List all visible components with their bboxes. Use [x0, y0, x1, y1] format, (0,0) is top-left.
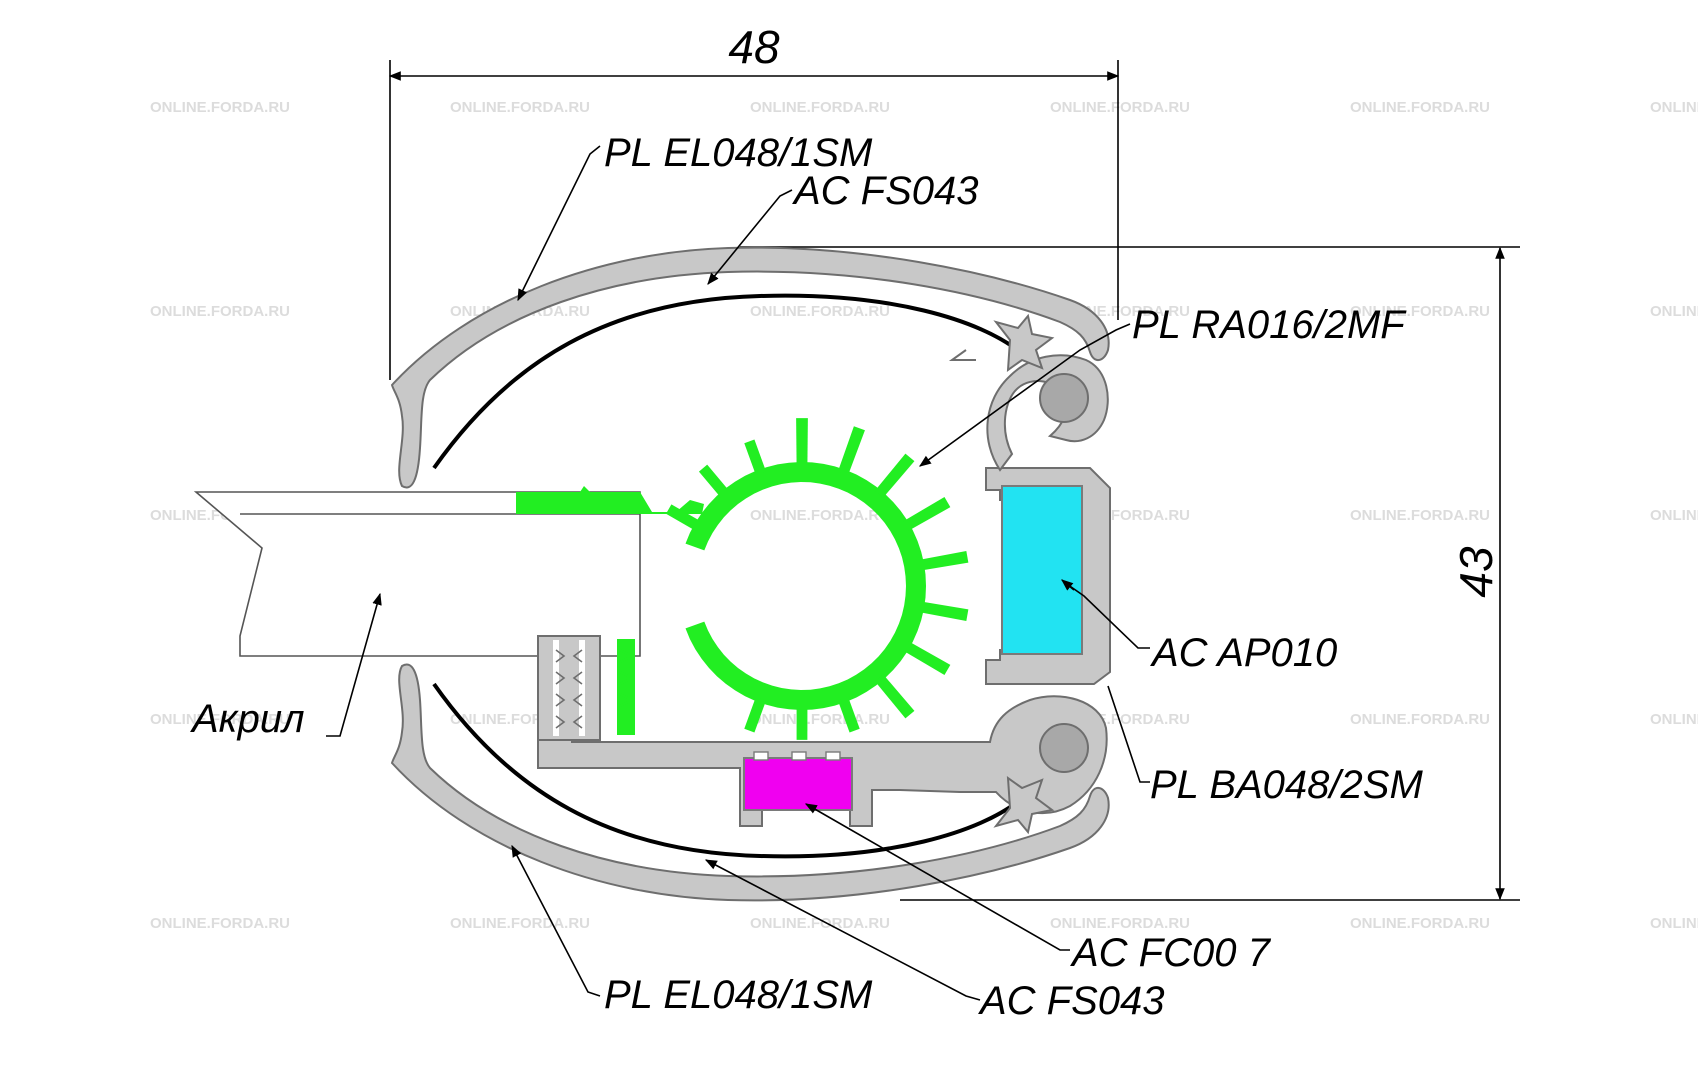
- label-top-frame: PL EL048/1SM: [604, 131, 873, 175]
- led-holder-fin: [796, 705, 808, 740]
- led-holder-fin: [874, 674, 915, 719]
- watermark-text: ONLINE.FORDA.RU: [150, 99, 290, 116]
- top-film-arc: [432, 293, 1022, 470]
- watermark-text: ONLINE.FORDA.RU: [750, 711, 890, 728]
- watermark-text: ONLINE.FORDA.RU: [1350, 303, 1490, 320]
- led-holder-teeth: [617, 639, 635, 735]
- label-led-profile: PL RA016/2MF: [1132, 303, 1407, 347]
- led-holder-ring: [685, 462, 926, 710]
- watermark-text: ONLINE.FORDA.RU: [1050, 915, 1190, 932]
- watermark-text: ONLINE.FORDA.RU: [1350, 711, 1490, 728]
- watermark-text: ONLINE.FORDA.RU: [750, 99, 890, 116]
- label-acrylic: Акрил: [190, 697, 305, 741]
- dimension-width: 48: [388, 21, 1120, 380]
- watermark-text: ONLINE.FORDA.RU: [1350, 915, 1490, 932]
- watermark-text: ONLINE.FORDA.RU: [150, 303, 290, 320]
- width-dimension-text: 48: [728, 21, 780, 73]
- label-base-profile: PL BA048/2SM: [1150, 763, 1423, 807]
- watermark-text: ONLINE.FORDA.RU: [450, 99, 590, 116]
- bottom-frame-profile: [390, 663, 1110, 902]
- watermark-text: ONLINE.FORDA.RU: [1350, 507, 1490, 524]
- label-power-module: AC AP010: [1150, 631, 1337, 675]
- watermark-text: ONLINE.FORDA.RU: [1050, 99, 1190, 116]
- magnet-clip: [743, 751, 853, 811]
- led-holder-fin: [796, 418, 808, 467]
- label-bottom-film: AC FS043: [978, 979, 1165, 1023]
- watermark-text: ONLINE.FORDA.RU: [1650, 507, 1698, 524]
- label-top-film: AC FS043: [792, 169, 979, 213]
- watermark-text: ONLINE.FORDA.RU: [750, 303, 890, 320]
- watermark-text: ONLINE.FORDA.RU: [1650, 303, 1698, 320]
- bottom-film-arc: [432, 682, 1022, 859]
- label-bottom-frame: PL EL048/1SM: [604, 973, 873, 1017]
- watermark-text: ONLINE.FORDA.RU: [1650, 99, 1698, 116]
- watermark-text: ONLINE.FORDA.RU: [1650, 711, 1698, 728]
- watermark-text: ONLINE.FORDA.RU: [750, 915, 890, 932]
- led-holder-fin: [744, 696, 767, 733]
- watermark-text: ONLINE.FORDA.RU: [750, 507, 890, 524]
- leader-lines: [326, 145, 1150, 1001]
- dimension-height: 43: [740, 246, 1520, 901]
- led-holder-profile: [516, 418, 969, 740]
- watermark-text: ONLINE.FORDA.RU: [150, 915, 290, 932]
- led-holder-arm: [516, 486, 704, 514]
- watermark-text: ONLINE.FORDA.RU: [450, 915, 590, 932]
- led-holder-fin: [744, 439, 767, 476]
- height-dimension-text: 43: [1450, 546, 1502, 598]
- led-holder-fin: [666, 504, 701, 531]
- led-holder-fin: [919, 551, 969, 571]
- label-clip: AC FC00 7: [1070, 931, 1272, 975]
- led-holder-fin: [903, 496, 951, 531]
- led-holder-fin: [837, 696, 860, 733]
- base-profile: [537, 313, 1111, 835]
- acrylic-sheet: [193, 491, 641, 657]
- watermark-text: ONLINE.FORDA.RU: [1650, 915, 1698, 932]
- led-holder-fin: [919, 601, 969, 621]
- power-module: [1001, 485, 1083, 655]
- led-holder-fin: [874, 453, 915, 498]
- led-holder-fin: [903, 641, 951, 676]
- led-holder-fin: [837, 426, 865, 476]
- watermark-text: ONLINE.FORDA.RU: [1350, 99, 1490, 116]
- top-frame-profile: [390, 246, 1110, 489]
- led-holder-fin: [698, 464, 730, 498]
- watermark-text: ONLINE.FORDA.RU: [150, 711, 290, 728]
